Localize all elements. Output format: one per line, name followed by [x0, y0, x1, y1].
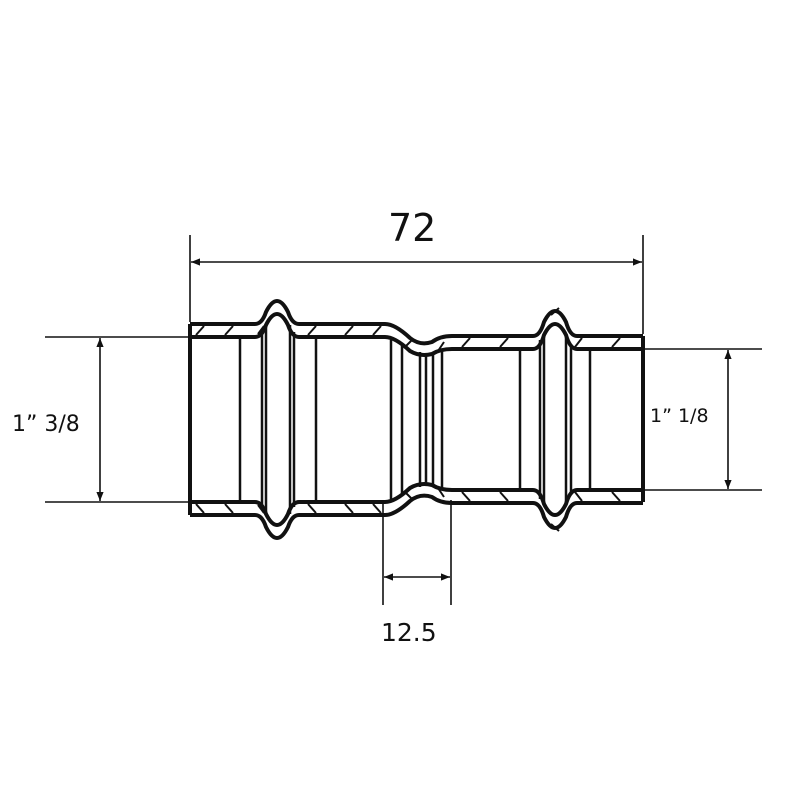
left-diameter-label: 1” 3/8 — [12, 412, 80, 437]
fitting-internal-lines — [188, 324, 645, 515]
overall-length-label: 72 — [388, 206, 437, 250]
dimension-right-diameter — [643, 348, 762, 491]
dimension-left-diameter — [45, 336, 190, 503]
right-diameter-label: 1” 1/8 — [650, 405, 709, 427]
dimension-overall — [189, 235, 644, 334]
fitting-wall-top — [190, 299, 643, 357]
reducer-length-label: 12.5 — [381, 618, 437, 647]
fitting-wall-bottom — [188, 482, 645, 540]
dimension-reducer-length — [382, 500, 452, 605]
